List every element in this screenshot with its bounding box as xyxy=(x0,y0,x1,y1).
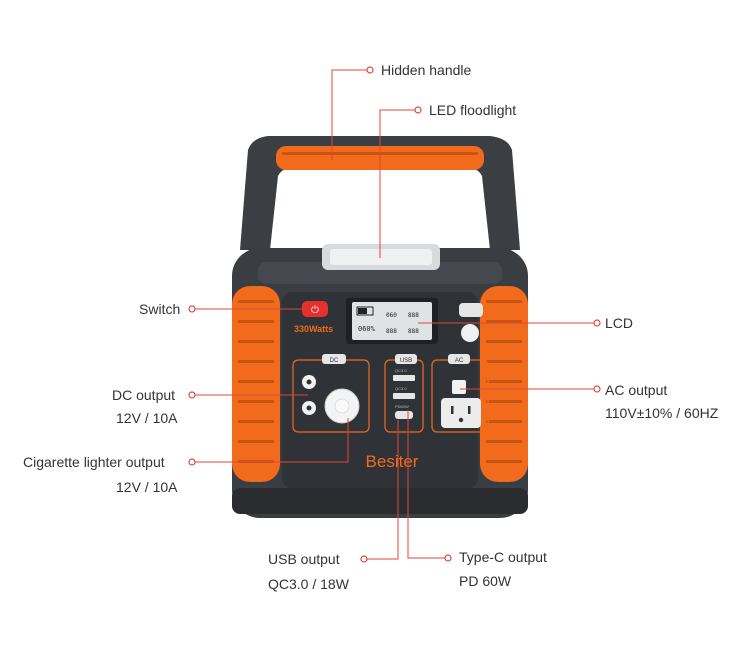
lcd-battery-percent: 060% xyxy=(358,325,376,333)
callout-dc-output: DC output xyxy=(112,387,176,403)
callout-usb-output: USB output xyxy=(268,551,340,567)
callout-ac-output: AC output xyxy=(605,382,668,398)
ac-indicator xyxy=(452,380,466,394)
dc-switch-button[interactable] xyxy=(461,324,479,342)
callout-led-floodlight: LED floodlight xyxy=(429,102,517,118)
ac-panel-label: AC xyxy=(455,358,464,364)
usb-port-1[interactable] xyxy=(393,375,415,381)
power-switch[interactable] xyxy=(302,301,328,317)
pd-label: PD60W xyxy=(395,404,409,409)
callout-hidden-handle: Hidden handle xyxy=(381,62,472,78)
callout-cigarette-lighter-spec: 12V / 10A xyxy=(116,479,178,495)
dc-panel-label: DC xyxy=(330,358,339,364)
usb-port-2[interactable] xyxy=(393,393,415,399)
main-body xyxy=(232,244,528,518)
callout-typec-output-spec: PD 60W xyxy=(459,573,512,589)
callout-dc-output-spec: 12V / 10A xyxy=(116,410,178,426)
typec-port[interactable] xyxy=(395,411,413,419)
lcd-screen xyxy=(352,302,432,340)
callout-typec-output: Type-C output xyxy=(459,549,547,565)
lcd-readout-a: 060 xyxy=(386,312,397,319)
lcd-readout-b: 888 xyxy=(408,312,419,319)
qc-label-2: QC3.0 xyxy=(395,386,407,391)
usb-panel-label: USB xyxy=(400,358,412,364)
light-button[interactable] xyxy=(459,303,483,317)
callout-lcd: LCD xyxy=(605,315,634,331)
callout-markers xyxy=(188,66,601,563)
lcd-readout-c: 888 xyxy=(386,328,397,335)
callout-ac-output-spec: 110V±10% / 60HZ xyxy=(605,405,719,421)
brand-logo-text: Besiter xyxy=(366,452,419,471)
lcd-readout-d: 888 xyxy=(408,328,419,335)
callout-cigarette-lighter: Cigarette lighter output xyxy=(23,454,165,470)
power-icon: ⏻ xyxy=(311,305,319,316)
callout-lines xyxy=(192,69,597,560)
callout-switch: Switch xyxy=(139,301,181,317)
qc-label-1: QC3.0 xyxy=(395,368,407,373)
callout-usb-output-spec: QC3.0 / 18W xyxy=(268,576,349,592)
ac-outlet[interactable] xyxy=(441,398,481,428)
watts-badge: 330Watts xyxy=(294,324,333,334)
